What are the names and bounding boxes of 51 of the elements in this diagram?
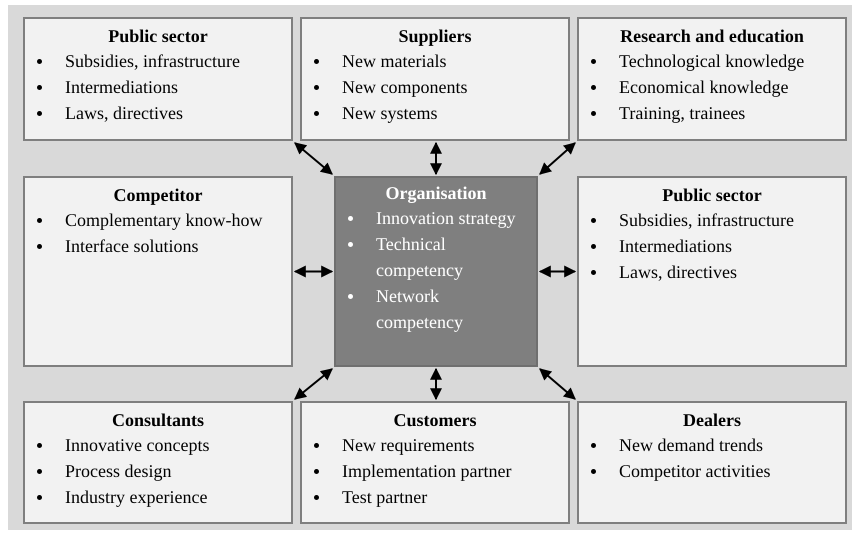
bullet-item: Training, trainees (619, 103, 746, 123)
bullet-item: Interface solutions (65, 236, 198, 256)
stakeholder-box (23, 176, 293, 367)
bullet-item: Economical knowledge (619, 77, 788, 97)
bullet-item: Competitor activities (619, 461, 770, 481)
box-heading: Suppliers (397, 25, 473, 47)
bullet-item: New components (342, 77, 468, 97)
stakeholder-box (577, 17, 847, 141)
double-arrow (294, 266, 334, 278)
bullet-item: Intermediations (65, 77, 178, 97)
stakeholder-box (23, 17, 293, 141)
double-arrow (294, 368, 333, 400)
bullet-item: Intermediations (619, 236, 732, 256)
box-heading: Public sector (107, 25, 209, 47)
double-arrow (538, 266, 576, 278)
stakeholder-box (577, 176, 847, 367)
double-arrow (539, 142, 576, 175)
bullet-item: New materials (342, 51, 446, 71)
bullet-item: New requirements (342, 435, 474, 455)
stakeholder-box (23, 401, 293, 524)
box-heading: Competitor (112, 184, 204, 206)
double-arrow (539, 368, 576, 400)
bullet-item: Technical competency (376, 234, 463, 280)
bullet-item: New systems (342, 103, 438, 123)
stakeholder-box (577, 401, 847, 524)
bullet-item: Implementation partner (342, 461, 512, 481)
box-heading: Consultants (110, 409, 206, 431)
box-heading: Organisation (384, 182, 488, 204)
stakeholder-box (300, 17, 570, 141)
bullet-item: Laws, directives (65, 103, 183, 123)
bullet-item: Innovation strategy (376, 208, 516, 228)
box-heading: Public sector (661, 184, 763, 206)
box-heading: Dealers (682, 409, 742, 431)
bullet-item: Subsidies, infrastructure (65, 51, 240, 71)
bullet-item: Innovative concepts (65, 435, 210, 455)
bullet-item: Test partner (342, 487, 428, 507)
bullet-item: Laws, directives (619, 262, 737, 282)
central-box (334, 176, 538, 367)
box-heading: Customers (392, 409, 478, 431)
double-arrow (294, 142, 333, 175)
bullet-item: Technological knowledge (619, 51, 804, 71)
box-heading: Research and education (619, 25, 805, 47)
bullet-item: Subsidies, infrastructure (619, 210, 794, 230)
bullet-item: New demand trends (619, 435, 763, 455)
bullet-item: Industry experience (65, 487, 208, 507)
double-arrow (430, 368, 442, 400)
bullet-item: Network competency (376, 286, 463, 332)
stakeholder-box (300, 401, 570, 524)
double-arrow (430, 142, 442, 176)
bullet-item: Complementary know-how (65, 210, 262, 230)
bullet-item: Process design (65, 461, 172, 481)
